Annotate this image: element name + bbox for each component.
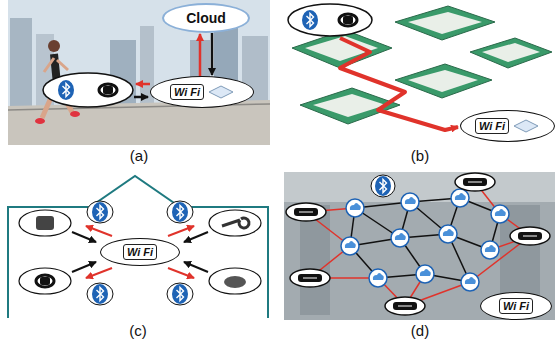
wifi-logo: Wi Fi bbox=[475, 118, 509, 134]
panel-label: (b) bbox=[411, 147, 429, 164]
wifi-logo: Wi Fi bbox=[499, 298, 533, 314]
wifi-oval: Wi Fi bbox=[100, 238, 180, 266]
wifi-oval: Wi Fi bbox=[150, 76, 254, 108]
cloud-label: Cloud bbox=[186, 10, 226, 26]
cloud-oval: Cloud bbox=[162, 3, 250, 33]
wifi-logo: Wi Fi bbox=[123, 244, 157, 260]
panel-label: (d) bbox=[411, 322, 429, 339]
connector-arrow bbox=[199, 34, 202, 76]
router-icon bbox=[513, 119, 539, 133]
wifi-oval: Wi Fi bbox=[460, 110, 555, 142]
wifi-oval: Wi Fi bbox=[480, 292, 552, 320]
panel-label: (a) bbox=[130, 147, 148, 164]
router-icon bbox=[208, 85, 234, 99]
wifi-logo: Wi Fi bbox=[170, 84, 204, 100]
connector-arrow bbox=[211, 33, 214, 75]
panel-label: (c) bbox=[129, 322, 147, 339]
